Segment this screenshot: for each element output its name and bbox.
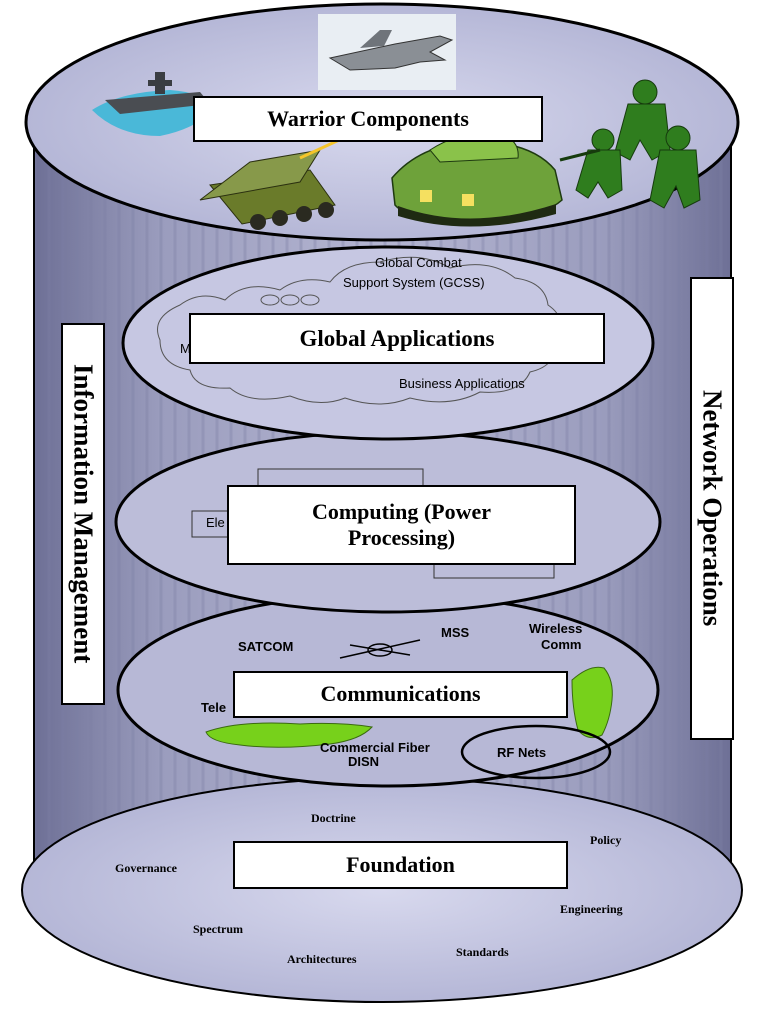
island-left-icon [205, 722, 374, 748]
fighter-jet-icon [318, 14, 456, 90]
foundation-disk [21, 777, 743, 1003]
gcss-text-line1: Global Combat [375, 255, 462, 270]
computing-label-line2: Processing) [347, 525, 456, 550]
satcom-text: SATCOM [238, 639, 294, 654]
global-partial-text: M [180, 341, 191, 356]
rf-nets-ellipse [460, 724, 612, 780]
architectures-text: Architectures [287, 952, 357, 966]
gcss-text-line2: Support System (GCSS) [343, 275, 485, 290]
computing-partial-text: Ele [206, 515, 225, 530]
communications-label: Communications [233, 671, 568, 718]
warrior-components-label: Warrior Components [193, 96, 543, 142]
global-applications-label: Global Applications [189, 313, 605, 364]
wireless-text-line2: Comm [541, 637, 582, 652]
aircraft-carrier-icon [92, 72, 215, 136]
doctrine-text: Doctrine [311, 811, 356, 825]
policy-text: Policy [590, 833, 622, 847]
disn-text: DISN [348, 754, 380, 769]
mss-text: MSS [441, 625, 470, 640]
satellite-icon [339, 639, 421, 659]
soldiers-icon [559, 79, 701, 209]
governance-text: Governance [115, 861, 177, 875]
information-management-label: Information Management [61, 323, 105, 705]
network-operations-label: Network Operations [690, 277, 734, 740]
standards-text: Standards [456, 945, 509, 959]
spectrum-text: Spectrum [193, 922, 243, 936]
island-right-icon [571, 666, 613, 739]
tank-icon [391, 132, 563, 227]
foundation-label: Foundation [233, 841, 568, 889]
link-chain-icon [260, 294, 320, 306]
rf-nets-text: RF Nets [497, 745, 547, 760]
business-applications-text: Business Applications [399, 376, 525, 391]
wireless-text-line1: Wireless [529, 621, 583, 636]
computing-label: Computing (Power Processing) [227, 485, 576, 565]
computing-label-line1: Computing (Power [311, 498, 492, 524]
commercial-fiber-text: Commercial Fiber [320, 740, 430, 755]
tele-text: Tele [201, 700, 227, 715]
engineering-text: Engineering [560, 902, 623, 916]
